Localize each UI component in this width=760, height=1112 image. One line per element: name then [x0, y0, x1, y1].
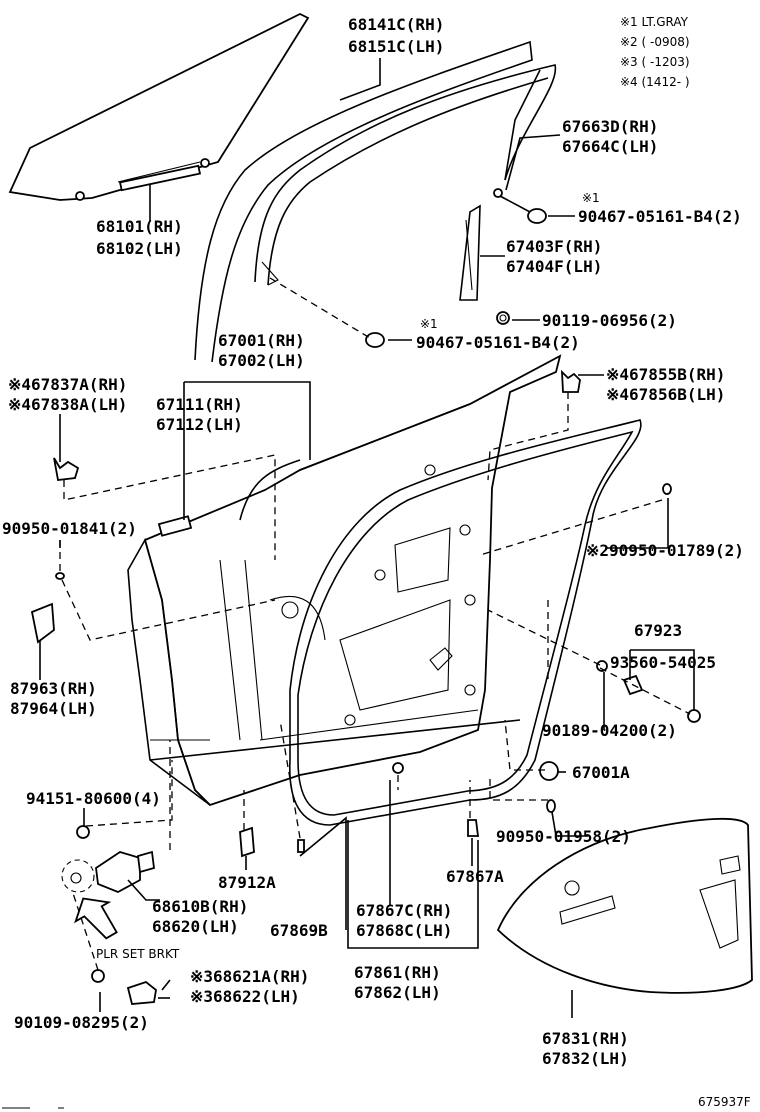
door-glass	[8, 12, 310, 201]
label-67001: 67001(RH)	[218, 331, 305, 350]
label-67404f: 67404F(LH)	[506, 257, 602, 276]
label-90950-01841: 90950-01841(2)	[2, 519, 137, 538]
leader-lines	[39, 58, 695, 1018]
plr-brkt-arrow	[74, 897, 118, 940]
label-68610b: 68610B(RH)	[152, 897, 248, 916]
label-68620: 68620(LH)	[152, 917, 239, 936]
label-67868c: 67868C(LH)	[356, 921, 452, 940]
label-90950-01789: ※290950-01789(2)	[586, 541, 744, 560]
legend-note-3: ※3 ( -1203)	[620, 55, 690, 69]
label-90109: 90109-08295(2)	[14, 1013, 149, 1032]
label-67923: 67923	[634, 621, 682, 640]
note-mark-1b: ※1	[420, 317, 438, 331]
label-67403f: 67403F(RH)	[506, 237, 602, 256]
dashed-guide-lines	[59, 392, 691, 971]
legend-note-1: ※1 LT.GRAY	[620, 15, 689, 29]
label-68102: 68102(LH)	[96, 239, 183, 258]
label-67869b: 67869B	[270, 921, 328, 940]
label-90467-a: 90467-05161-B4(2)	[578, 207, 742, 226]
label-67862: 67862(LH)	[354, 983, 441, 1002]
top-fasteners	[269, 188, 547, 348]
door-weatherstrip	[289, 419, 642, 826]
part-labels: 68141C(RH) 68151C(LH) 67663D(RH) 67664C(…	[2, 15, 751, 1109]
label-87912a: 87912A	[218, 873, 276, 892]
legend-note-4: ※4 (1412- )	[620, 75, 690, 89]
legend-note-2: ※2 ( -0908)	[620, 35, 690, 49]
label-67861: 67861(RH)	[354, 963, 441, 982]
label-67832: 67832(LH)	[542, 1049, 629, 1068]
label-68622: ※368622(LH)	[190, 987, 300, 1006]
glass-run-channels	[194, 40, 557, 363]
label-68141c: 68141C(RH)	[348, 15, 444, 34]
label-67111: 67111(RH)	[156, 395, 243, 414]
label-90189: 90189-04200(2)	[542, 721, 677, 740]
label-67663d: 67663D(RH)	[562, 117, 658, 136]
legend-notes: ※1 LT.GRAY ※2 ( -0908) ※3 ( -1203) ※4 (1…	[620, 15, 690, 89]
label-67856b: ※467856B(LH)	[606, 385, 725, 404]
label-90950-01958: 90950-01958(2)	[496, 827, 631, 846]
label-67838a: ※467838A(LH)	[8, 395, 127, 414]
label-67001a: 67001A	[572, 763, 630, 782]
label-67867c: 67867C(RH)	[356, 901, 452, 920]
label-67002: 67002(LH)	[218, 351, 305, 370]
label-67664c: 67664C(LH)	[562, 137, 658, 156]
label-67831: 67831(RH)	[542, 1029, 629, 1048]
label-68621a: ※368621A(RH)	[190, 967, 309, 986]
note-mark-1a: ※1	[582, 191, 600, 205]
label-67837a: ※467837A(RH)	[8, 375, 127, 394]
label-90467-b: 90467-05161-B4(2)	[416, 333, 580, 352]
label-67855b: ※467855B(RH)	[606, 365, 725, 384]
label-68151c: 68151C(LH)	[348, 37, 444, 56]
label-68101: 68101(RH)	[96, 217, 183, 236]
door-trim-panel	[496, 817, 753, 994]
label-87963: 87963(RH)	[10, 679, 97, 698]
label-93560: 93560-54025	[610, 653, 716, 672]
label-plr-set-brkt: PLR SET BRKT	[96, 947, 180, 961]
label-67867a: 67867A	[446, 867, 504, 886]
label-67112: 67112(LH)	[156, 415, 243, 434]
label-90119: 90119-06956(2)	[542, 311, 677, 330]
drawing-number: 675937F	[698, 1095, 751, 1109]
label-87964: 87964(LH)	[10, 699, 97, 718]
label-94151: 94151-80600(4)	[26, 789, 161, 808]
